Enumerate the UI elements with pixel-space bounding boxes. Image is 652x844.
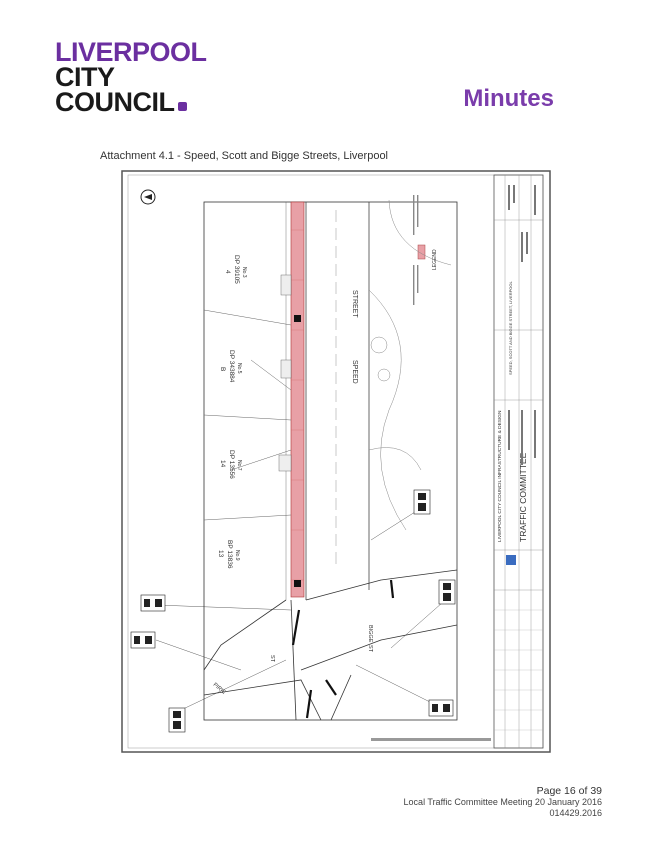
logo-mark-icon bbox=[177, 102, 187, 111]
street-label-st: ST bbox=[367, 645, 373, 653]
page-number: Page 16 of 39 bbox=[536, 785, 602, 797]
lot-sub: No.5 bbox=[236, 363, 242, 374]
lot-dp: BP 13836 bbox=[226, 540, 233, 569]
page-footer: Page 16 of 39 Local Traffic Committee Me… bbox=[404, 786, 602, 819]
north-arrow-icon bbox=[140, 189, 156, 205]
legend-swatch bbox=[417, 244, 426, 260]
lot-label: B bbox=[219, 367, 226, 371]
lot-label: 13 bbox=[217, 550, 224, 558]
title-block-committee: TRAFFIC COMMITTEE bbox=[518, 452, 528, 542]
lot-dp: DP 39105 bbox=[233, 255, 240, 284]
legend-title: LEGEND bbox=[432, 249, 438, 270]
attachment-title: Attachment 4.1 - Speed, Scott and Bigge … bbox=[100, 150, 389, 162]
logo-line-2: CITY bbox=[55, 62, 115, 92]
site-plan-drawing: LIVERPOOL CITY COUNCIL INFRASTRUCTURE & … bbox=[121, 170, 551, 753]
hatched-strip bbox=[290, 201, 305, 598]
document-type: Minutes bbox=[463, 85, 554, 112]
lot-label: 4 bbox=[224, 270, 231, 274]
lot-sub: No.3 bbox=[241, 267, 247, 278]
lot-label: 14 bbox=[219, 460, 226, 468]
street-label-speed: SPEED bbox=[351, 360, 358, 384]
lot-sub: No.7 bbox=[236, 460, 242, 471]
lot-sub: No.9 bbox=[234, 550, 240, 561]
lot-dp: DP 343884 bbox=[228, 350, 235, 383]
logo-line-1: LIVERPOOL bbox=[55, 37, 207, 67]
title-block-council: LIVERPOOL CITY COUNCIL INFRASTRUCTURE & … bbox=[497, 410, 503, 542]
logo-line-3: COUNCIL bbox=[55, 87, 175, 117]
council-logo: LIVERPOOL CITY COUNCIL bbox=[55, 37, 207, 117]
reference-number: 014429.2016 bbox=[549, 808, 602, 818]
street-label-bigge: BIGGE bbox=[367, 625, 373, 643]
street-label-st-2: ST bbox=[269, 655, 275, 663]
title-block-project: SPEED, SCOTT AND BIGGE STREET, LIVERPOOL bbox=[508, 280, 513, 375]
street-label-street: STREET bbox=[351, 290, 358, 318]
meeting-info: Local Traffic Committee Meeting 20 Janua… bbox=[403, 797, 602, 807]
lot-dp: DP 13556 bbox=[228, 450, 235, 479]
council-logo-small-icon bbox=[506, 555, 516, 565]
